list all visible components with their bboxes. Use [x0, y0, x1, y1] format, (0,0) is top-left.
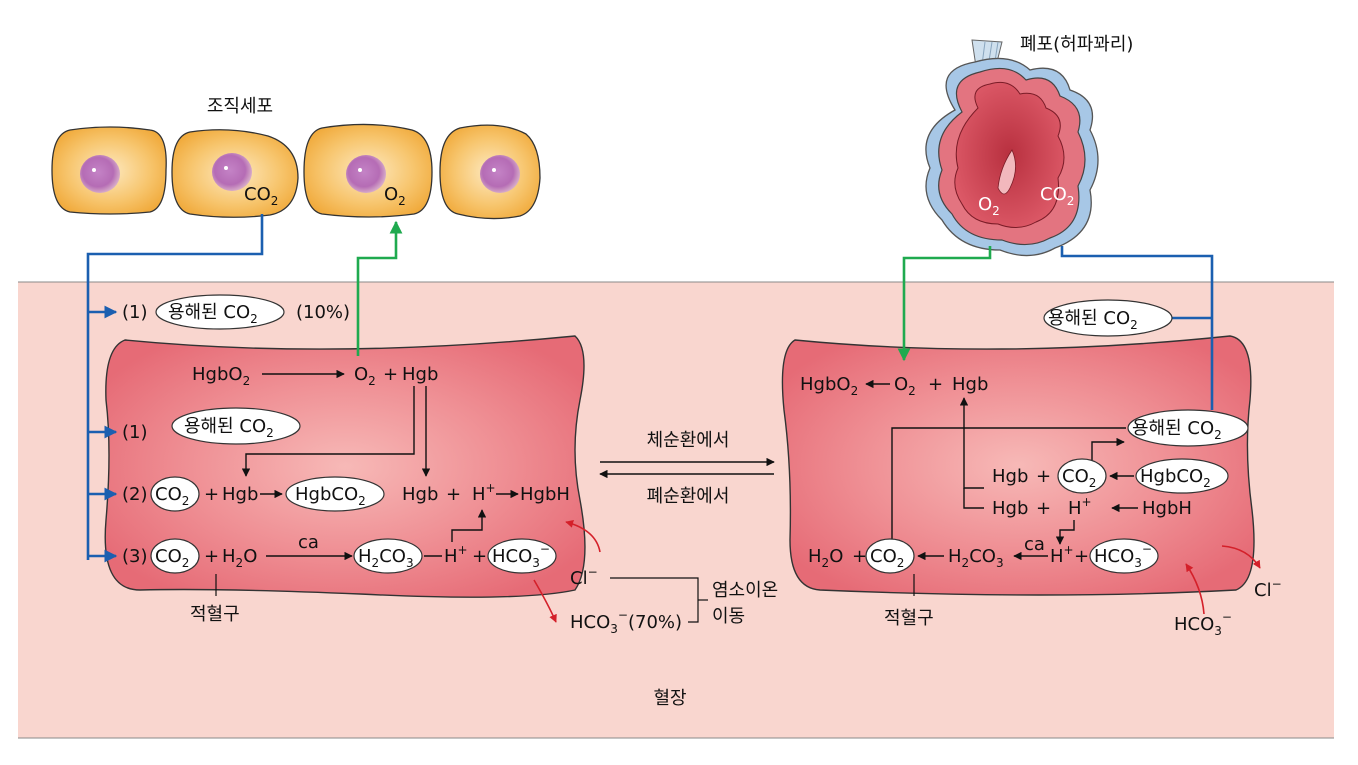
- hgbo2-right: HgbO2: [800, 374, 858, 398]
- h2co3-right: H2CO3: [948, 546, 1004, 570]
- nucleus-1: [80, 155, 120, 193]
- plus-right-2: +: [1036, 466, 1051, 487]
- h2o-left: H2O: [222, 546, 257, 570]
- co2-3: CO2: [155, 546, 189, 570]
- h-right-1: H+: [1068, 495, 1092, 519]
- hgb-left-1: Hgb: [402, 364, 438, 385]
- o2-left: O2: [354, 364, 376, 388]
- co2-pathway-right: [1060, 246, 1214, 410]
- rbc-right-label: 적혈구: [884, 608, 934, 629]
- h2co3-left: H2CO3: [358, 546, 414, 570]
- rbc-right: [781, 335, 1255, 596]
- plus-right-1: +: [928, 374, 943, 395]
- hco3-right: HCO3−: [1094, 542, 1152, 570]
- co2-2: CO2: [155, 484, 189, 508]
- h-left-2: H+: [444, 543, 468, 567]
- marker-2: (2): [122, 484, 148, 505]
- systemic-label: 체순환에서: [647, 430, 730, 451]
- dissolved-co2-2: 용해된 CO2: [184, 416, 274, 440]
- co2-right-1: CO2: [1062, 466, 1096, 490]
- hco3-right-out: HCO3−: [1174, 610, 1232, 638]
- dissolved-co2-1: 용해된 CO2: [168, 302, 258, 326]
- plus-left-5: +: [472, 546, 487, 567]
- nucleus-4: [480, 155, 520, 193]
- lung-co2: CO2: [1040, 184, 1074, 208]
- ca-left: ca: [298, 532, 319, 553]
- plus-right-3: +: [1036, 498, 1051, 519]
- plus-right-4: +: [852, 546, 867, 567]
- hco3-70: HCO3−(70%): [570, 608, 682, 636]
- hgbco2-left: HgbCO2: [295, 484, 366, 508]
- hgbo2-left: HgbO2: [192, 364, 250, 388]
- hgb-left-2: Hgb: [222, 484, 258, 505]
- tissue-cells-label: 조직세포: [207, 96, 273, 117]
- o2-pathway-right: [897, 246, 992, 362]
- marker-1a: (1): [122, 302, 148, 323]
- tissue-cells: [51, 123, 541, 220]
- rbc-left-label: 적혈구: [190, 604, 240, 625]
- nucleus-2: [212, 153, 252, 191]
- plus-left-4: +: [204, 546, 219, 567]
- plus-right-5: +: [1074, 546, 1089, 567]
- h2o-right: H2O: [808, 546, 843, 570]
- o2-right: O2: [894, 374, 916, 398]
- rbc-left: [104, 335, 586, 598]
- hgb-right-2: Hgb: [992, 466, 1028, 487]
- ca-right: ca: [1024, 534, 1045, 555]
- chloride-shift-2: 이동: [712, 606, 745, 627]
- tissue-o2: O2: [384, 184, 406, 208]
- h-right-2: H+: [1050, 543, 1074, 567]
- h-left-1: H+: [472, 481, 496, 505]
- chloride-shift-1: 염소이온: [712, 580, 778, 601]
- plasma-label: 혈장: [653, 688, 686, 709]
- plus-left-2: +: [204, 484, 219, 505]
- co2-pathway-left: [86, 214, 264, 560]
- tissue-co2: CO2: [244, 184, 278, 208]
- lung-o2: O2: [978, 194, 1000, 218]
- hgbh-right: HgbH: [1142, 498, 1192, 519]
- cl-right: Cl−: [1254, 577, 1282, 601]
- co2-right-2: CO2: [870, 546, 904, 570]
- lung-alveoli: [925, 39, 1099, 257]
- plus-left-1: +: [383, 364, 398, 385]
- hgb-right-3: Hgb: [992, 498, 1028, 519]
- hgb-left-3: Hgb: [402, 484, 438, 505]
- percent-10: (10%): [296, 302, 350, 323]
- dissolved-co2-right-1: 용해된 CO2: [1048, 308, 1138, 332]
- marker-3: (3): [122, 546, 148, 567]
- hgbco2-right: HgbCO2: [1140, 466, 1211, 490]
- dissolved-co2-right-2: 용해된 CO2: [1132, 418, 1222, 442]
- hgb-right-1: Hgb: [952, 374, 988, 395]
- hgbh-left: HgbH: [520, 484, 570, 505]
- hco3-left: HCO3−: [492, 542, 550, 570]
- marker-1b: (1): [122, 422, 148, 443]
- cl-left: Cl−: [570, 565, 598, 589]
- pulmonary-label: 폐순환에서: [647, 486, 730, 507]
- nucleus-3: [346, 155, 386, 193]
- o2-pathway-left: [356, 220, 403, 356]
- lung-label: 폐포(허파꽈리): [1020, 34, 1133, 55]
- plus-left-3: +: [446, 484, 461, 505]
